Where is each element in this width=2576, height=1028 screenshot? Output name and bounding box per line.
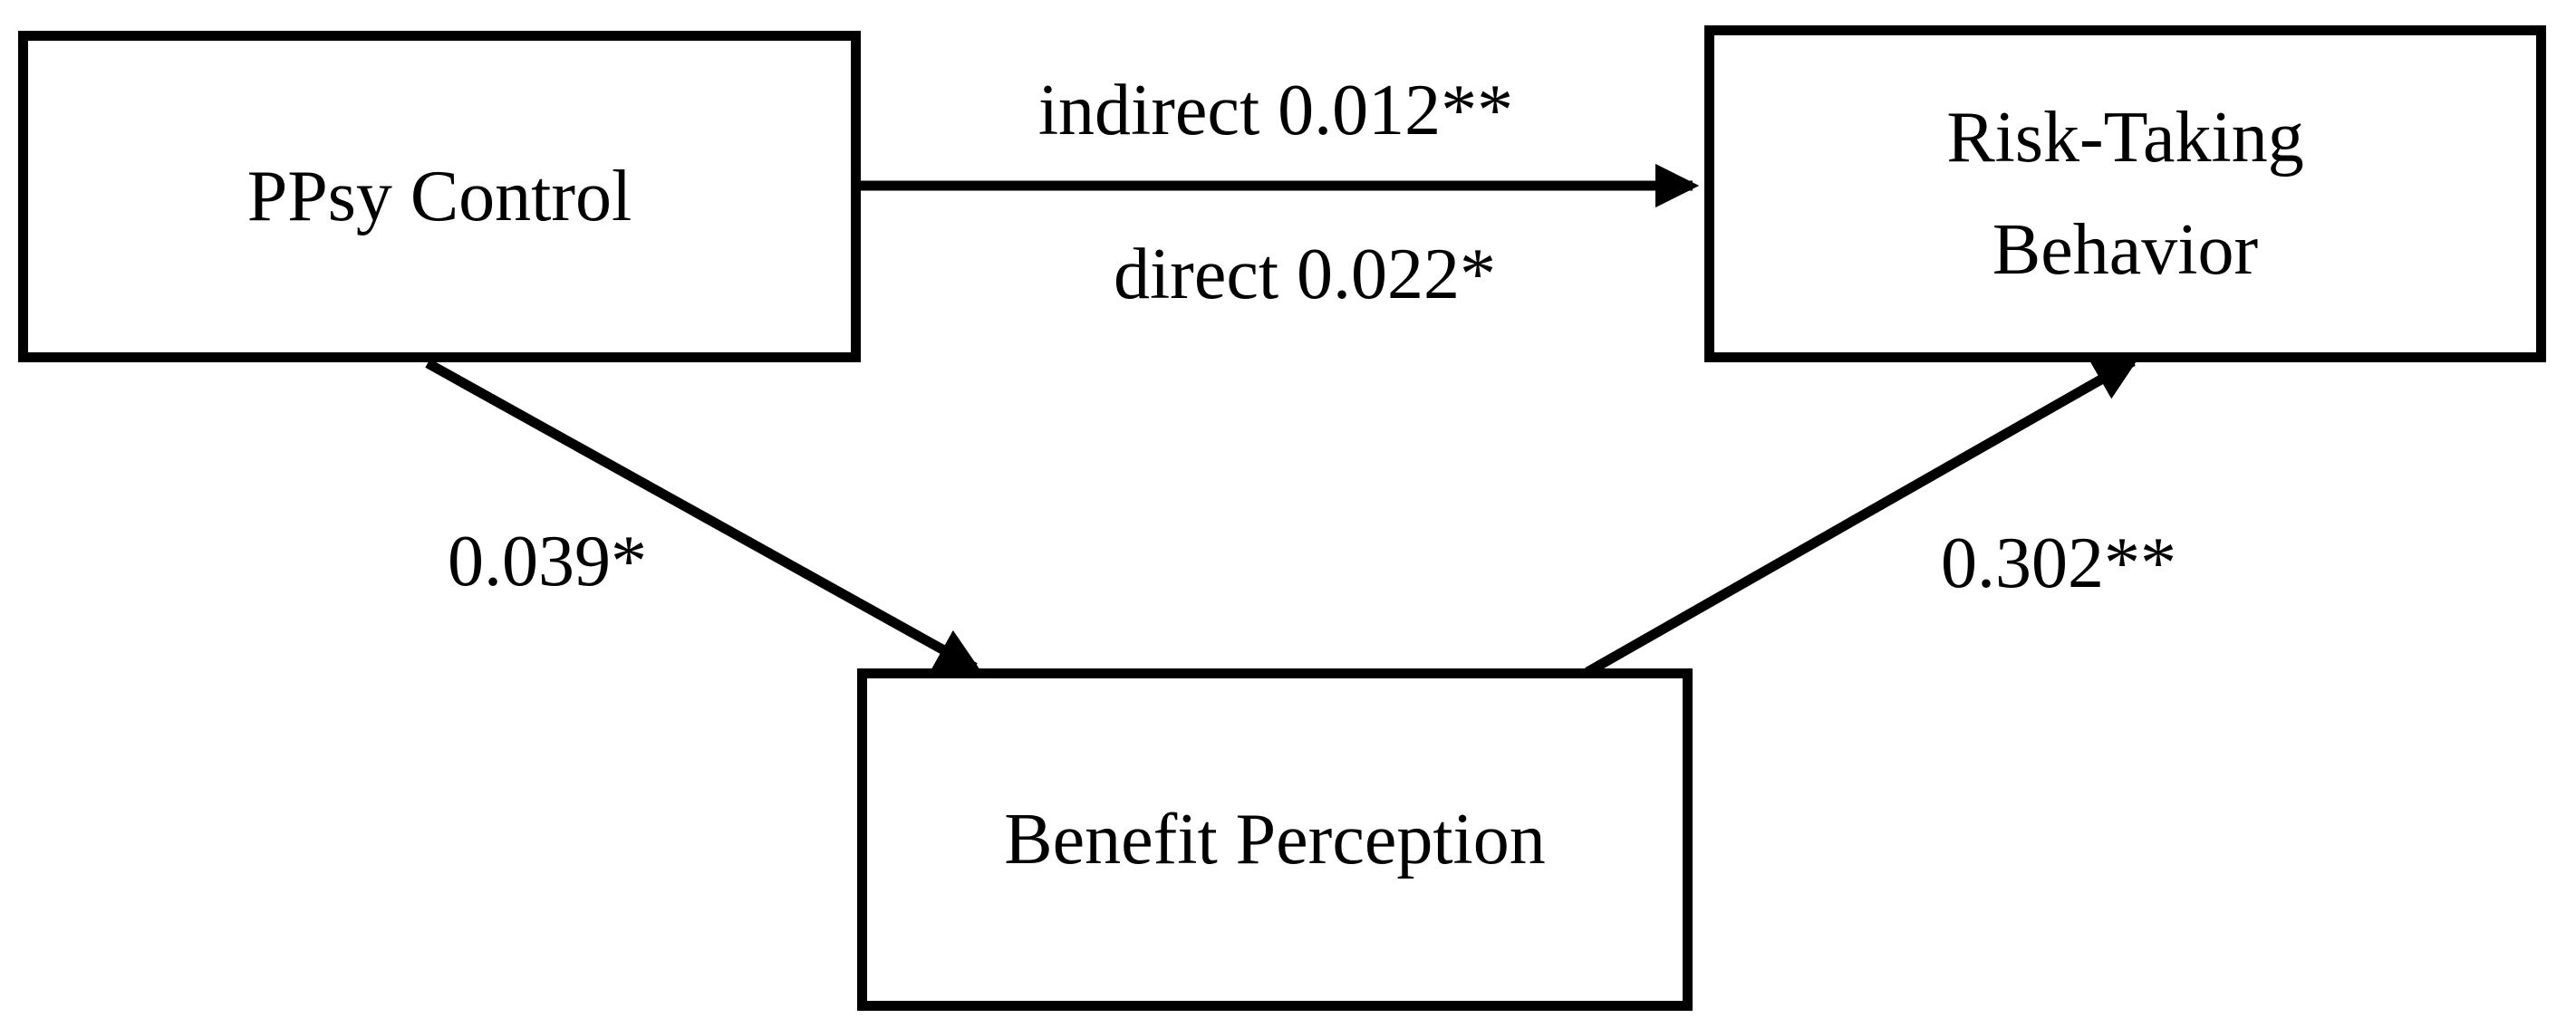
edge-label-b-path-coefficient: 0.302** xyxy=(1941,524,2176,603)
node-risk-taking-behavior: Risk-Taking Behavior xyxy=(1704,25,2546,362)
arrow-mediator-to-outcome xyxy=(1585,357,2139,677)
edge-label-direct-effect: direct 0.022* xyxy=(1113,235,1497,314)
node-ppsy-control: PPsy Control xyxy=(18,31,861,362)
arrow-predictor-to-mediator xyxy=(425,359,981,672)
node-benefit-perception: Benefit Perception xyxy=(857,668,1693,1011)
edge-label-indirect-effect: indirect 0.012** xyxy=(1037,71,1514,150)
edge-label-a-path-coefficient: 0.039* xyxy=(448,522,647,601)
